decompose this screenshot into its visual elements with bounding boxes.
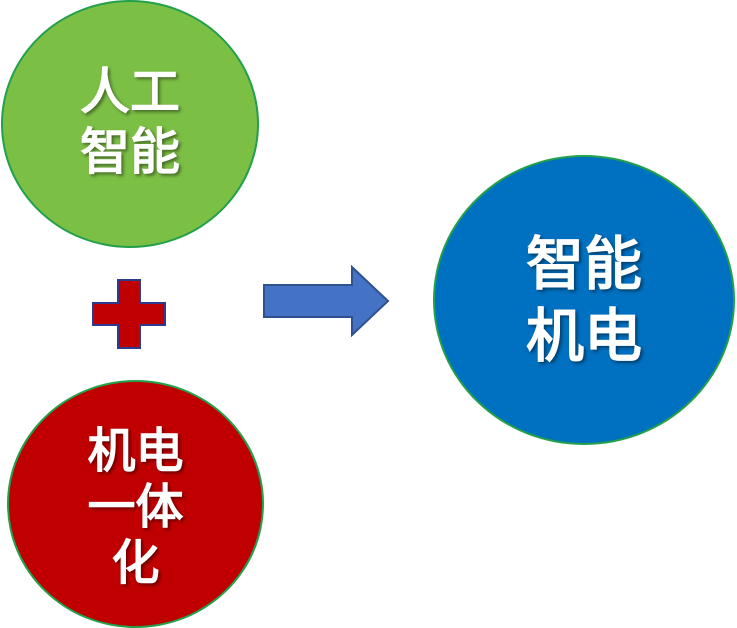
- node-mechatronics: 机电 一体 化: [7, 380, 264, 628]
- plus-icon: [92, 279, 166, 349]
- node-artificial-intelligence: 人工 智能: [1, 0, 259, 248]
- node-smart-line-1: 智能: [525, 230, 642, 298]
- right-arrow-icon: [263, 265, 390, 337]
- node-ai-line-2: 智能: [80, 123, 180, 181]
- node-mech-line-1: 机电: [87, 423, 184, 479]
- node-ai-line-1: 人工: [80, 63, 180, 121]
- node-smart-mechatronics: 智能 机电: [433, 155, 735, 445]
- node-mech-line-3: 化: [111, 535, 160, 591]
- node-smart-line-2: 机电: [525, 302, 642, 370]
- node-mech-line-2: 一体: [87, 479, 184, 535]
